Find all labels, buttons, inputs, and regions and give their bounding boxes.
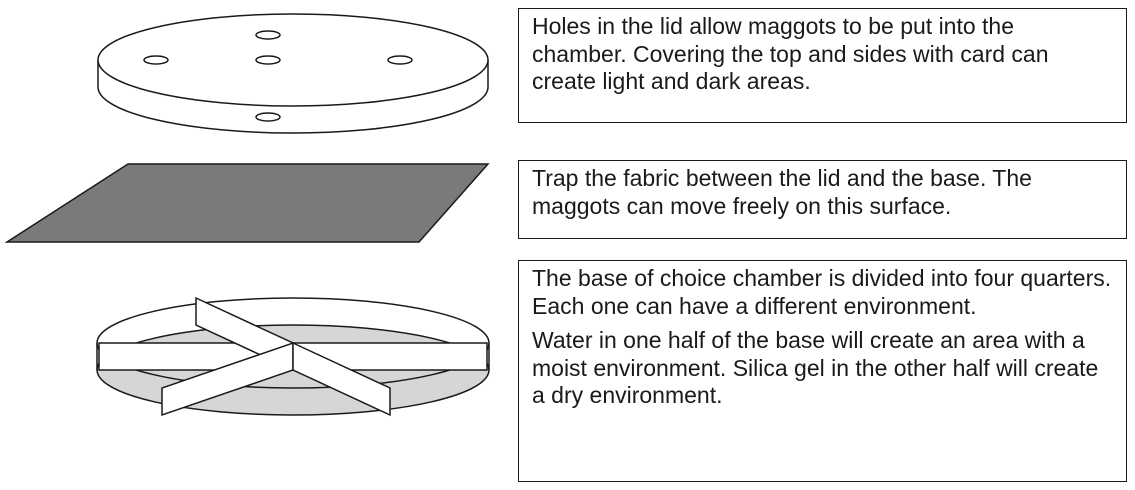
base-side-wall [96, 343, 490, 370]
base-divider-walls [98, 296, 488, 417]
lid-caption-box: Holes in the lid allow maggots to be put… [518, 8, 1127, 123]
lid-hole-right [387, 55, 413, 65]
fabric-sheet [4, 163, 490, 243]
base-division-caption-text: The base of choice chamber is divided in… [532, 265, 1112, 319]
chamber-base [96, 296, 490, 417]
lid-caption-text: Holes in the lid allow maggots to be put… [532, 13, 1049, 94]
lid-hole-center [255, 55, 281, 65]
lid-hole-left [143, 55, 169, 65]
lid-top [97, 13, 489, 107]
lid-hole-front [255, 112, 281, 122]
fabric-caption-box: Trap the fabric between the lid and the … [518, 160, 1127, 239]
chamber-lid [97, 13, 489, 134]
divider-wall-right-front [292, 341, 391, 417]
choice-chamber-diagram [4, 13, 490, 417]
base-caption-box: The base of choice chamber is divided in… [518, 260, 1127, 482]
base-back-rim [96, 297, 490, 344]
base-conditions-caption-text: Water in one half of the base will creat… [532, 327, 1099, 408]
fabric-caption-text: Trap the fabric between the lid and the … [532, 165, 1032, 219]
lid-hole-top [255, 30, 281, 40]
